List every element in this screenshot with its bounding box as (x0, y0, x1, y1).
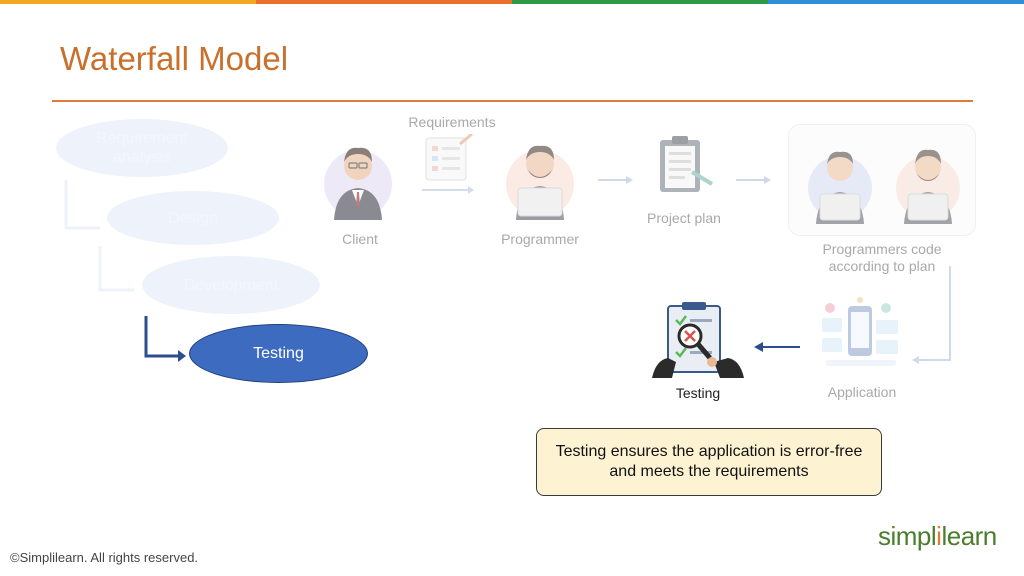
phase-requirement-analysis[interactable]: Requirement analysis (56, 119, 228, 177)
flow-arrow-icon (598, 176, 633, 184)
flow-arrow-icon (754, 342, 800, 352)
application-label: Application (827, 384, 897, 400)
flow-arrow-icon (736, 176, 771, 184)
phase-label: Testing (253, 345, 304, 362)
client-person-icon (324, 147, 392, 220)
client-label: Client (342, 231, 378, 247)
flow-arrow-icon (912, 266, 951, 364)
testing-description-callout: Testing ensures the application is error… (536, 428, 882, 496)
phase-connectors (64, 180, 186, 362)
slide-title: Waterfall Model (60, 40, 289, 77)
testing-magnifier-icon (652, 302, 744, 378)
phase-label: Development (183, 276, 279, 294)
testing-label: Testing (675, 385, 721, 401)
phase-label: Requirement analysis (96, 130, 188, 166)
programmer-label: Programmer (501, 231, 579, 247)
phase-design[interactable]: Design (107, 191, 279, 245)
title-divider (52, 100, 973, 102)
copyright-footer: ©Simplilearn. All rights reserved. (10, 550, 199, 565)
requirements-label: Requirements (408, 114, 496, 130)
application-screens-icon (822, 297, 898, 366)
top-color-bar (0, 0, 1024, 4)
phase-label: Design (168, 209, 218, 227)
clipboard-plan-icon (660, 136, 714, 192)
callout-text: Testing ensures the application is error… (555, 443, 863, 480)
programmer-laptop-icon (506, 145, 574, 220)
programmers-team-icon (808, 149, 960, 224)
project-plan-label: Project plan (647, 210, 721, 226)
requirements-document-icon (422, 134, 474, 194)
phase-testing[interactable]: Testing (189, 324, 368, 383)
phase-development[interactable]: Development (142, 256, 320, 314)
simplilearn-logo: simplilearn (878, 521, 997, 551)
programmers-code-label: Programmers code according to plan (822, 241, 942, 274)
